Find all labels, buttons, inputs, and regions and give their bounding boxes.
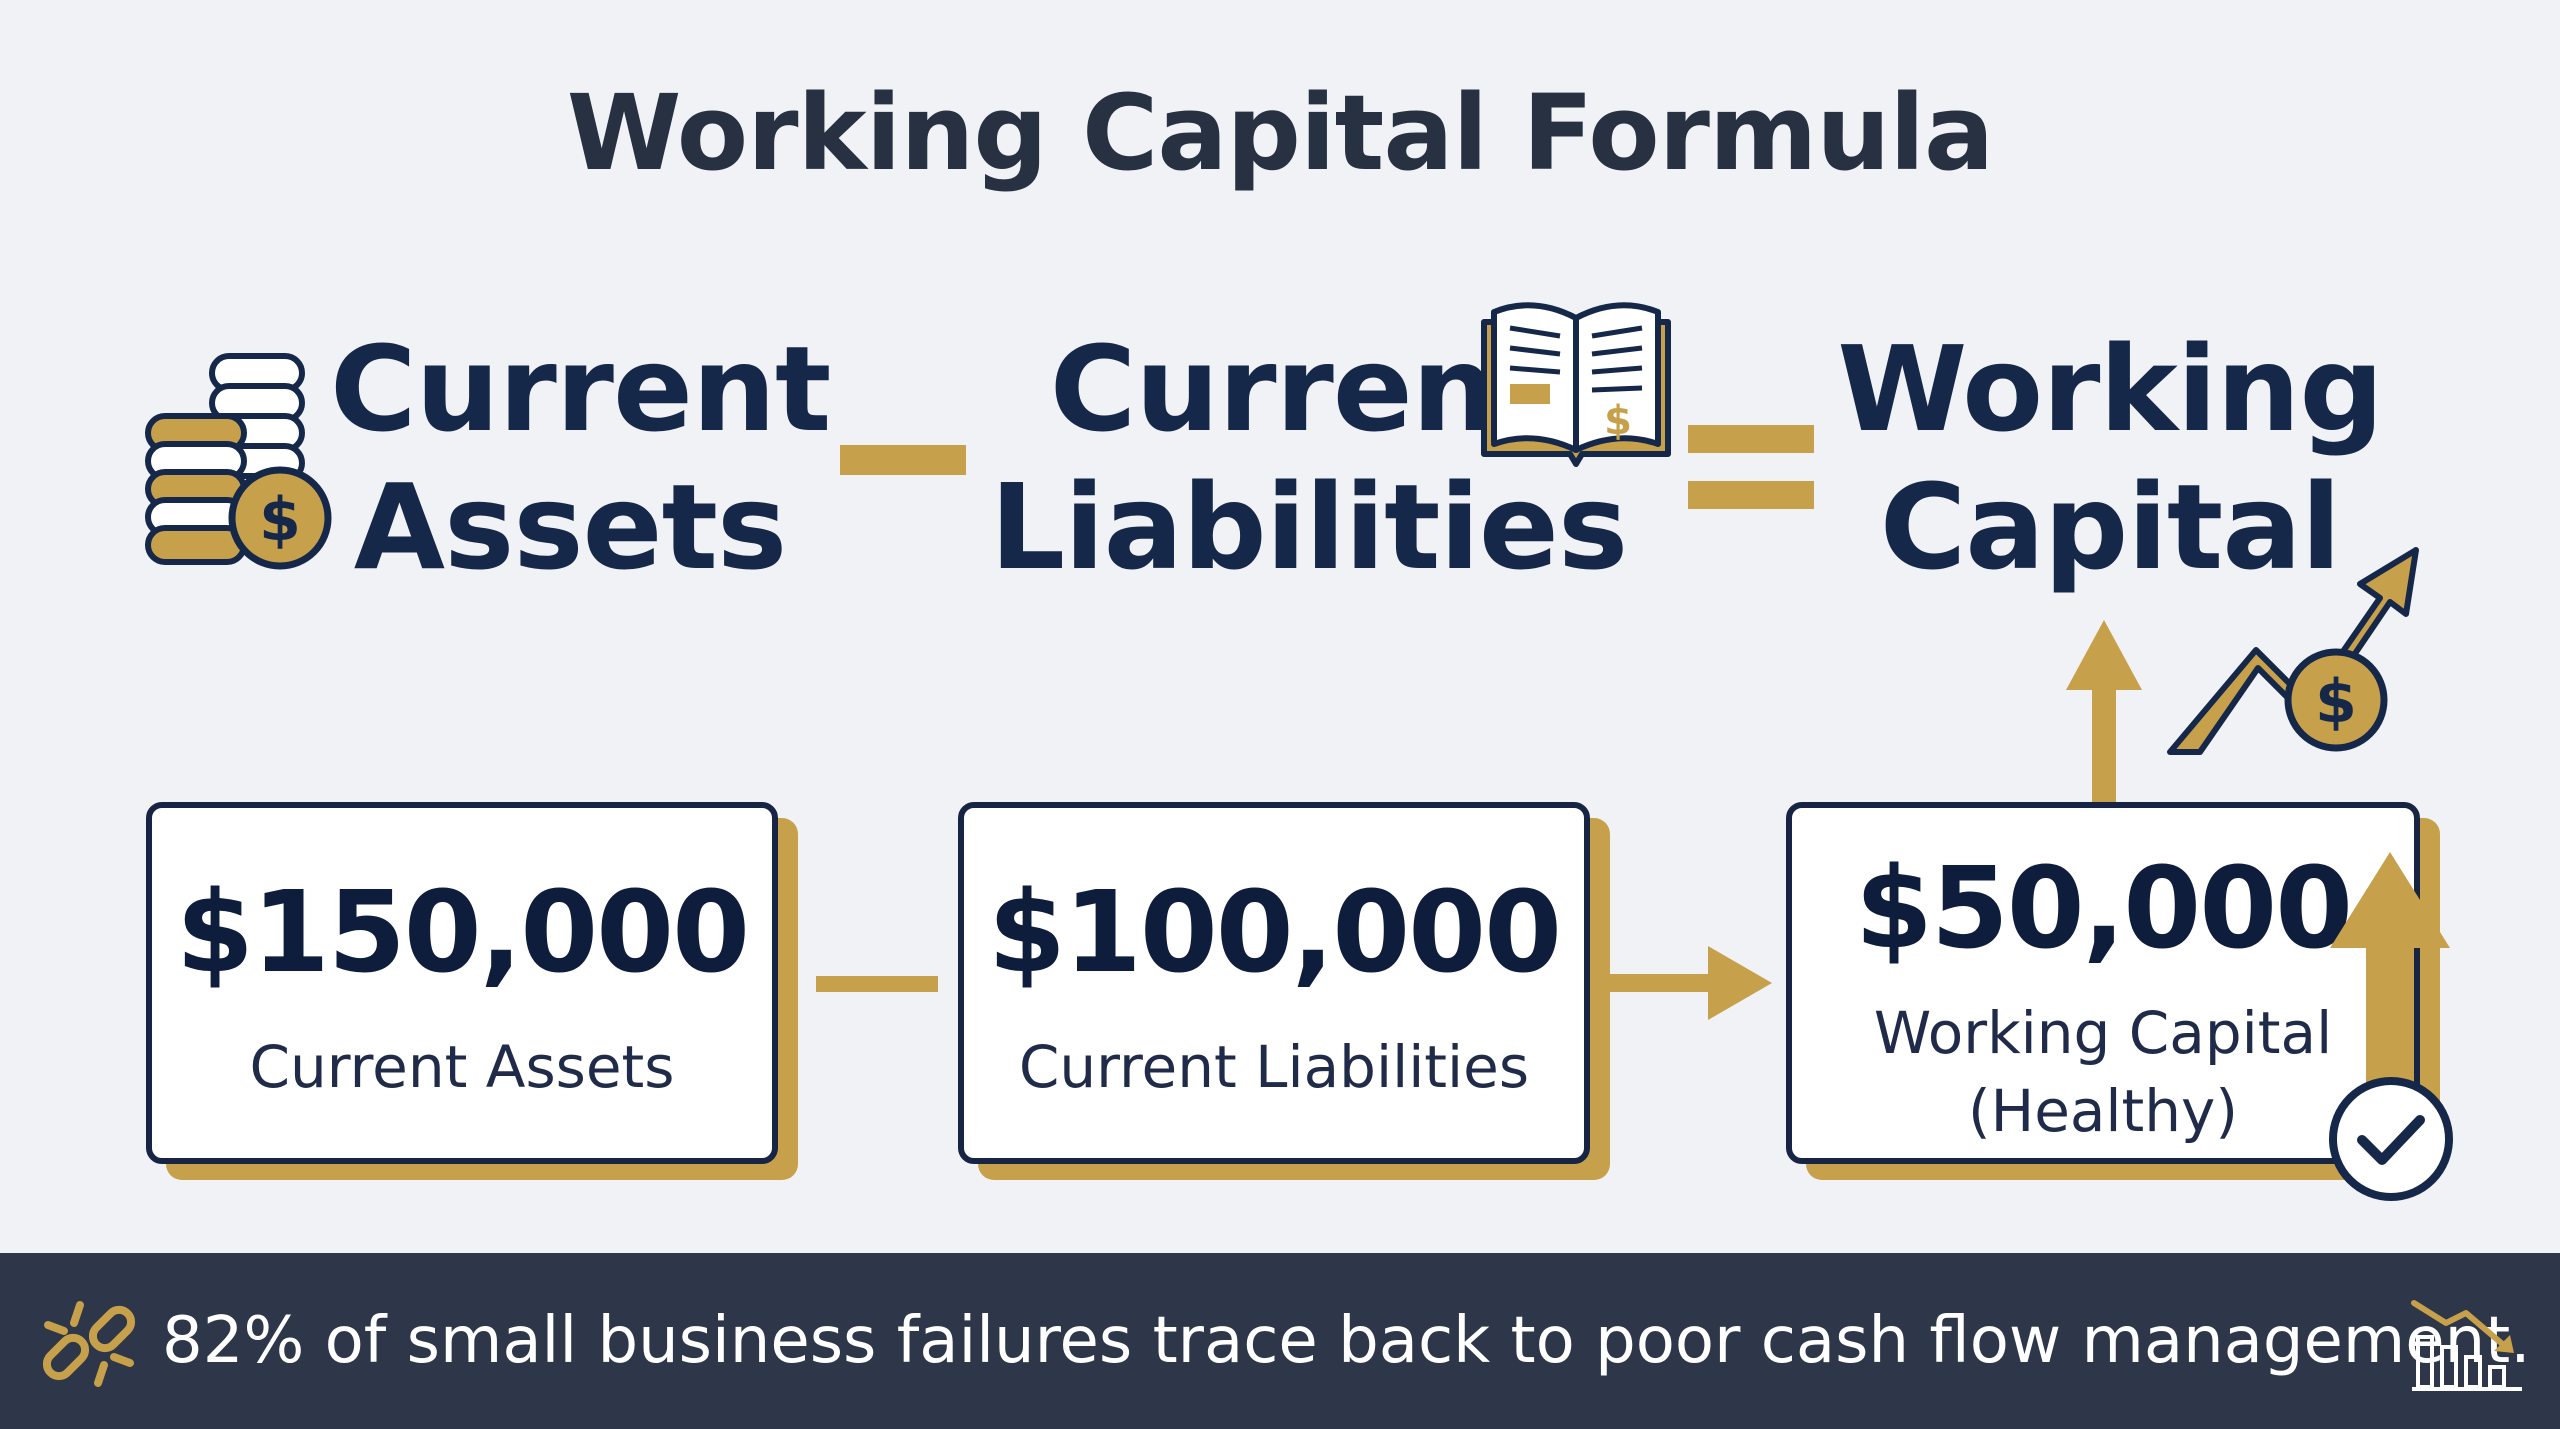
term-line: Current [1049, 320, 1551, 458]
term-line: Assets [353, 458, 787, 596]
card-label: Working Capital [1873, 999, 2333, 1067]
equals-operator [1688, 425, 1814, 509]
term-line: Capital [1879, 458, 2342, 596]
formula-term-current-liabilities: Current Liabilities [990, 320, 1628, 596]
card-label-status: (Healthy) [1967, 1077, 2239, 1145]
card-current-assets: $150,000 Current Assets [146, 802, 778, 1164]
coin-stack-icon: $ [145, 353, 332, 570]
up-arrow-icon [2066, 620, 2142, 804]
term-line: Liabilities [990, 458, 1628, 596]
card-working-capital: $50,000 Working Capital (Healthy) [1786, 802, 2420, 1164]
card-amount: $100,000 [987, 868, 1562, 998]
ledger-book-icon: $ [1481, 302, 1671, 467]
svg-text:$: $ [259, 485, 301, 555]
checkmark-circle-icon [2329, 1077, 2453, 1201]
declining-chart-icon [2411, 1300, 2522, 1391]
svg-text:$: $ [1604, 398, 1632, 444]
term-line: Working [1837, 320, 2384, 458]
svg-text:$: $ [2315, 667, 2357, 737]
card-amount: $150,000 [175, 868, 750, 998]
card-label: Current Assets [249, 1033, 675, 1101]
broken-link-icon [42, 1301, 136, 1387]
page-title: Working Capital Formula [566, 72, 1994, 194]
right-arrow-icon [1608, 946, 1772, 1020]
card-amount: $50,000 [1854, 844, 2353, 974]
term-line: Current [330, 320, 831, 458]
card-current-liabilities: $100,000 Current Liabilities [958, 802, 1590, 1164]
footer-stat-text: 82% of small business failures trace bac… [162, 1304, 2531, 1378]
growth-arrow-dollar-icon: $ [2167, 547, 2419, 755]
minus-operator [840, 445, 966, 475]
side-up-arrow-icon [2330, 852, 2450, 1152]
footer-bar: 82% of small business failures trace bac… [0, 1253, 2560, 1429]
formula-term-current-assets: Current Assets [330, 320, 831, 596]
card-label: Current Liabilities [1018, 1033, 1530, 1101]
formula-term-working-capital: Working Capital [1820, 320, 2400, 596]
card-minus-connector [816, 976, 938, 992]
